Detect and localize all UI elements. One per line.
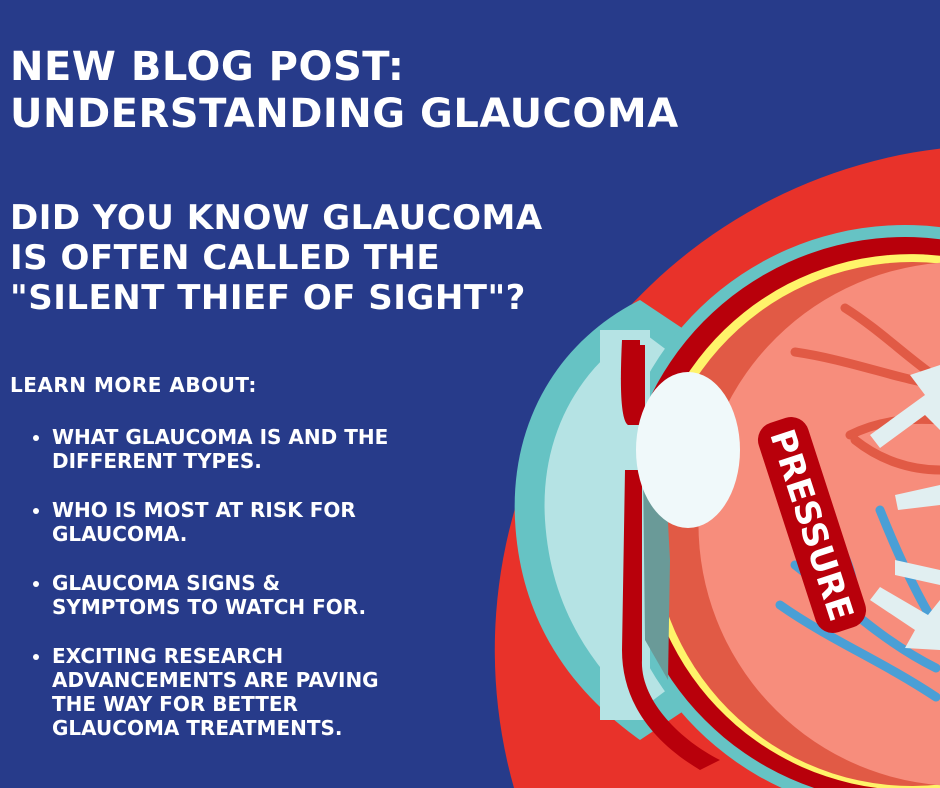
list-item: GLAUCOMA SIGNS &SYMPTOMS TO WATCH FOR. xyxy=(52,571,512,619)
title-line: NEW BLOG POST: xyxy=(10,44,405,90)
lens xyxy=(636,372,740,528)
subtitle-line: IS OFTEN CALLED THE xyxy=(10,238,441,278)
iris-top xyxy=(620,340,640,425)
iris-bottom xyxy=(622,470,720,770)
page-title: NEW BLOG POST: UNDERSTANDING GLAUCOMA xyxy=(10,44,679,138)
subtitle: DID YOU KNOW GLAUCOMA IS OFTEN CALLED TH… xyxy=(10,198,543,318)
learn-more-heading: LEARN MORE ABOUT: xyxy=(10,373,257,397)
title-line: UNDERSTANDING GLAUCOMA xyxy=(10,91,679,137)
pressure-arrows xyxy=(870,365,940,650)
subtitle-line: DID YOU KNOW GLAUCOMA xyxy=(10,198,543,238)
subtitle-line: "SILENT THIEF OF SIGHT"? xyxy=(10,278,526,318)
